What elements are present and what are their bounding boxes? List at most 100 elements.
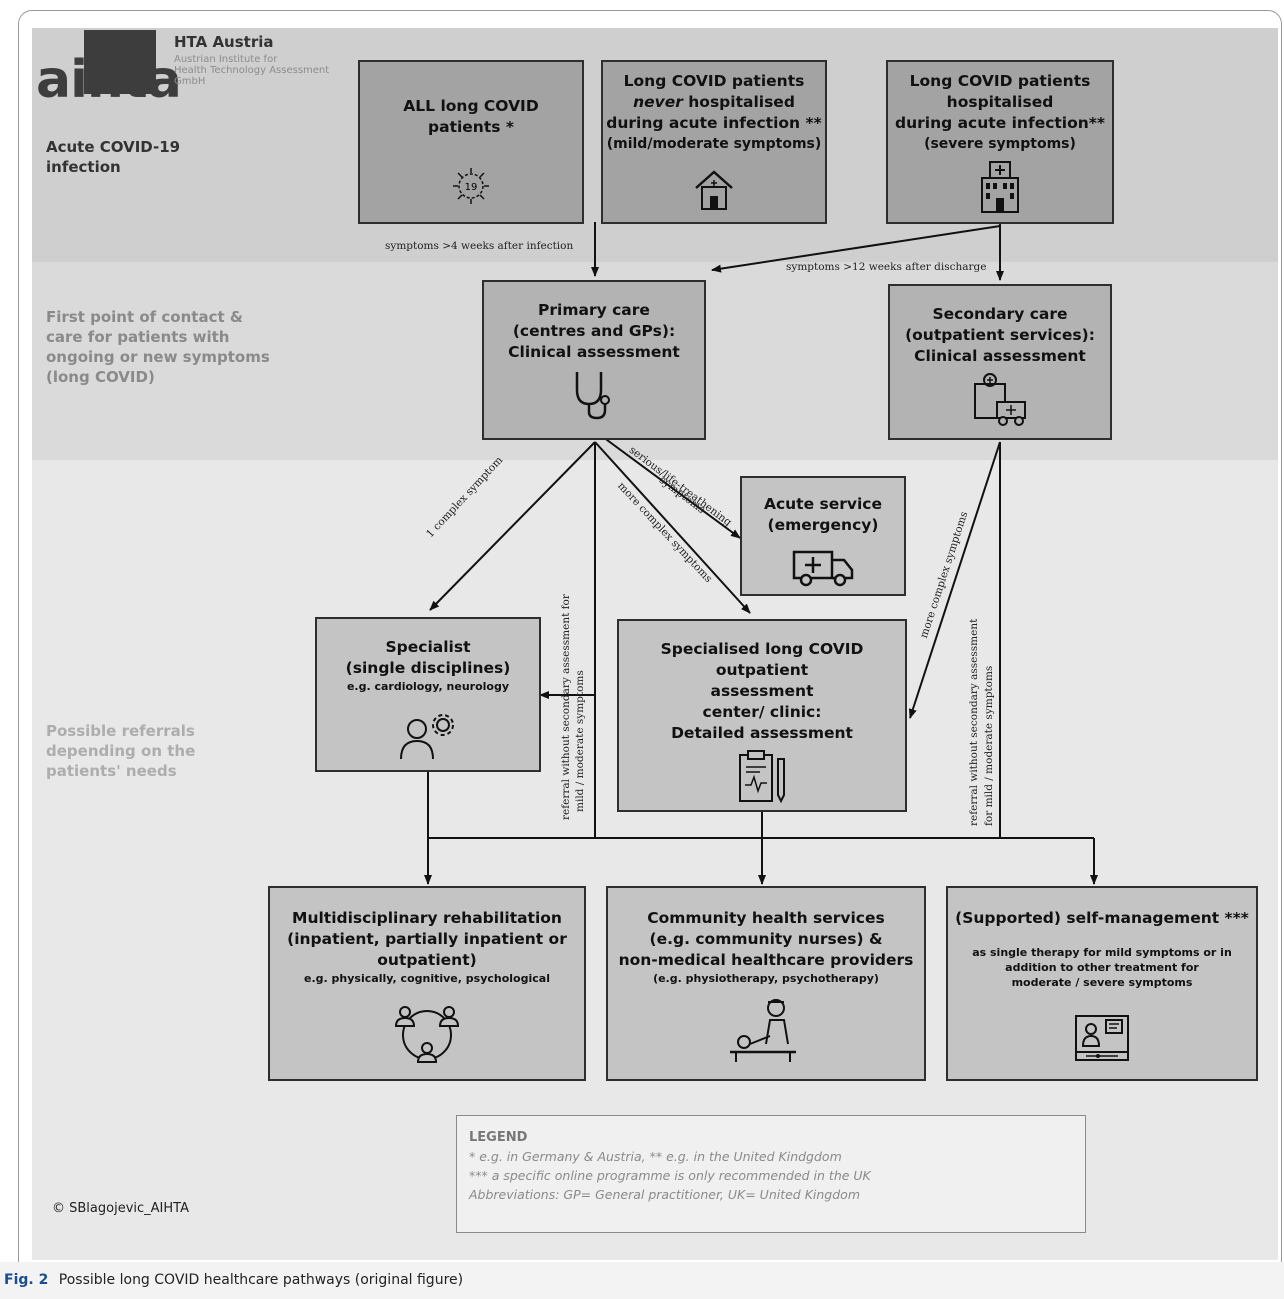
box-line: ALL long COVID [403,97,539,115]
box-subtext: as single therapy for mild symptoms or i… [972,946,1232,959]
org-line: Health Technology Assessment [174,65,330,76]
side-label-line: care for patients with [46,328,230,346]
arrow-hosp-to-primary [711,225,1001,273]
box-line: center/ clinic: [702,703,822,721]
box-long-covid-clinic: Specialised long COVID outpatient assess… [617,619,907,812]
label-referral-b2: for mild / moderate symptoms [983,665,995,826]
label-4-weeks: symptoms >4 weeks after infection [385,240,574,252]
box-line: hospitalised [946,93,1054,111]
box-line: (outpatient services): [905,326,1095,344]
box-line: Clinical assessment [508,343,680,361]
svg-text:19: 19 [465,182,478,193]
box-line: (single disciplines) [345,659,511,677]
arrow-primary-to-acute [593,428,741,539]
box-secondary-care: Secondary care (outpatient services): Cl… [888,284,1112,440]
box-acute-service: Acute service (emergency) [740,476,906,596]
box-line: (inpatient, partially inpatient or [287,930,567,948]
box-community-health: Community health services (e.g. communit… [606,886,926,1081]
online-programme-icon [1075,1015,1129,1061]
side-label-line: patients' needs [46,762,177,780]
box-line: Long COVID patients [623,72,805,90]
label-referral-a2: mild / moderate symptoms [574,670,586,812]
box-primary-care: Primary care (centres and GPs): Clinical… [482,280,706,440]
side-label-acute: Acute COVID-19 infection [46,137,180,177]
legend-item: Abbreviations: GP= General practitioner,… [469,1187,861,1202]
box-line: (severe symptoms) [924,136,1076,152]
org-line: Austrian Institute for [174,54,278,65]
box-subtext: e.g. cardiology, neurology [346,680,510,693]
ambulance-icon [792,550,854,587]
house-icon [695,170,733,210]
box-hospitalised: Long COVID patients hospitalised during … [886,60,1114,224]
box-line: non-medical healthcare providers [618,951,914,969]
box-all-patients: ALL long COVID patients * 19 [358,60,584,224]
box-never-hospitalised: Long COVID patients never hospitalised d… [601,60,827,224]
box-subtext: moderate / severe symptoms [1011,976,1193,989]
side-label-line: First point of contact & [46,308,243,326]
clipboard-icon [739,750,785,804]
box-line: Specialist [385,638,471,656]
box-line: outpatient) [377,951,477,969]
coronavirus-icon: 19 [453,168,489,204]
side-label-line: Possible referrals [46,722,195,740]
side-label-first-contact: First point of contact & care for patien… [46,307,270,387]
side-label-line: Acute COVID-19 [46,138,181,156]
box-line: during acute infection ** [606,114,822,132]
box-line: Secondary care [932,305,1068,323]
logo-block [84,30,156,94]
side-label-line: depending on the [46,742,196,760]
org-line: GmbH [174,76,206,87]
box-self-management: (Supported) self-management *** as singl… [946,886,1258,1081]
box-line: patients * [428,118,514,136]
team-icon [394,1006,460,1063]
arrow-primary-to-specialist [429,441,596,611]
box-line: Specialised long COVID [660,640,864,658]
side-label-line: infection [46,158,121,176]
org-full-name: Austrian Institute for Health Technology… [174,54,329,87]
box-line: during acute infection** [894,114,1106,132]
box-line: Community health services [647,909,885,927]
caption-text: Possible long COVID healthcare pathways … [58,1272,464,1288]
legend-item: *** a specific online programme is only … [469,1168,871,1183]
hospital-building-icon [981,161,1019,213]
label-referral-a1: referral without secondary assessment fo… [560,594,572,820]
box-line: (emergency) [767,516,879,534]
stethoscope-icon [575,372,610,420]
side-label-line: (long COVID) [46,368,155,386]
legend: LEGEND * e.g. in Germany & Austria, ** e… [456,1115,1086,1233]
box-line: Detailed assessment [671,724,853,742]
arrow-secondary-to-clinic [908,441,1001,719]
box-subtext: e.g. physically, cognitive, psychologica… [304,972,550,985]
box-specialist: Specialist (single disciplines) e.g. car… [315,617,541,772]
box-line: (mild/moderate symptoms) [606,136,822,152]
specialist-icon [400,714,454,760]
legend-heading: LEGEND [469,1130,528,1145]
physiotherapy-icon [730,999,796,1062]
box-rehabilitation: Multidisciplinary rehabilitation (inpati… [268,886,586,1081]
figure-caption: Fig. 2 Possible long COVID healthcare pa… [0,1262,1284,1299]
box-subtext: (e.g. physiotherapy, psychotherapy) [653,972,879,985]
label-referral-b1: referral without secondary assessment [968,618,980,826]
box-line: Primary care [538,301,650,319]
side-label-referrals: Possible referrals depending on the pati… [46,721,195,781]
org-name: HTA Austria [174,33,274,51]
box-line: (centres and GPs): [512,322,676,340]
box-line: Acute service [763,495,883,513]
box-line: (e.g. community nurses) & [649,930,883,948]
box-line: Long COVID patients [909,72,1091,90]
legend-item: * e.g. in Germany & Austria, ** e.g. in … [469,1149,842,1164]
box-line: Multidisciplinary rehabilitation [292,909,562,927]
label-12-weeks: symptoms >12 weeks after discharge [786,261,987,273]
box-line-part: hospitalised [682,93,795,111]
box-line: assessment [710,682,814,700]
box-line: Clinical assessment [914,347,1086,365]
box-line: (Supported) self-management *** [955,909,1249,927]
side-label-line: ongoing or new symptoms [46,348,270,366]
copyright: © SBlagojevic_AIHTA [52,1201,189,1216]
box-line: never hospitalised [603,92,825,113]
emphasis-never: never [633,93,683,111]
box-subtext: addition to other treatment for [1005,961,1199,974]
caption-label: Fig. 2 [4,1272,49,1288]
hospital-ambulance-icon [974,373,1026,426]
